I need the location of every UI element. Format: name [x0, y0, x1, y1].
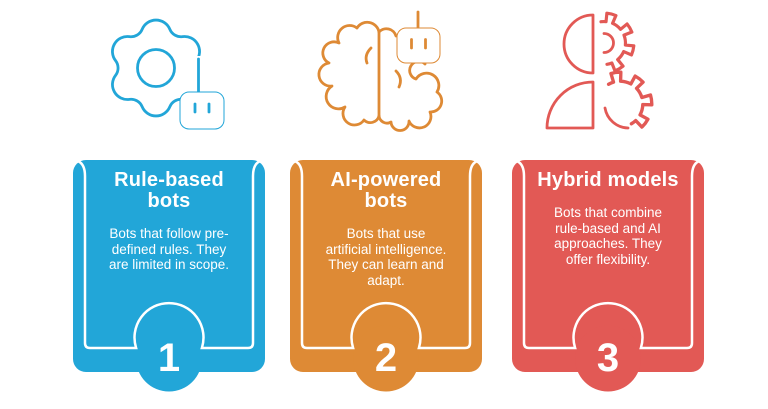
brain-top-right-bump	[377, 27, 398, 38]
card-background	[290, 160, 482, 392]
card-panel	[512, 160, 704, 372]
card-rule-based-bots: Rule-based bots Bots that follow pre- de…	[73, 160, 265, 400]
column-ai-powered-bots: AI-powered bots Bots that use artificial…	[290, 0, 482, 409]
card-body: Bots that use artificial intelligence. T…	[325, 226, 447, 288]
half-gear-teeth	[602, 60, 664, 133]
brain-robot-icon	[317, 10, 444, 132]
half-gear-top-hole	[602, 32, 615, 54]
card-hybrid-models: Hybrid models Bots that combine rule-bas…	[512, 160, 704, 400]
number-circle	[353, 325, 419, 392]
card-ai-powered-bots: AI-powered bots Bots that use artificial…	[290, 160, 482, 400]
brain-left-hemisphere	[317, 20, 381, 127]
card-inner-border	[293, 160, 479, 350]
gear-robot-icon	[111, 18, 246, 140]
card-text-block: AI-powered bots Bots that use artificial…	[305, 170, 467, 288]
card-body: Bots that follow pre- defined rules. The…	[108, 226, 230, 272]
card-title: Rule-based bots	[114, 169, 224, 212]
number-circle	[136, 325, 202, 392]
card-inner-border	[76, 160, 262, 350]
half-gear-bottom	[602, 60, 664, 133]
column-hybrid-models: Hybrid models Bots that combine rule-bas…	[512, 0, 704, 409]
card-body: Bots that combine rule-based and AI appr…	[553, 205, 663, 267]
column-rule-based-bots: Rule-based bots Bots that follow pre- de…	[73, 0, 265, 409]
half-circle-top	[562, 13, 595, 75]
card-text-block: Hybrid models Bots that combine rule-bas…	[527, 170, 689, 267]
card-background	[73, 160, 265, 392]
number-circle	[575, 325, 641, 392]
half-gear-teeth	[598, 8, 639, 74]
half-gear-top	[598, 8, 639, 74]
brain-right-hemisphere	[377, 60, 444, 132]
card-title: AI-powered bots	[330, 169, 442, 212]
step-number-badge: 2	[374, 336, 398, 380]
card-title: Hybrid models	[537, 169, 679, 191]
half-gear-bottom-hole	[603, 106, 630, 130]
card-background	[512, 160, 704, 392]
robot-head	[179, 91, 225, 130]
brain-sulcus-left	[364, 46, 373, 65]
robot-head	[396, 27, 441, 64]
brain-sulcus-right	[394, 69, 402, 89]
step-number-badge: 1	[157, 336, 181, 380]
card-inner-border	[515, 160, 701, 350]
quarter-circle-bottom	[545, 80, 595, 130]
step-number-badge: 3	[596, 336, 620, 380]
human-gear-icon	[545, 8, 664, 133]
card-panel	[73, 160, 265, 372]
card-panel	[290, 160, 482, 372]
gear-hole	[136, 48, 176, 88]
card-text-block: Rule-based bots Bots that follow pre- de…	[88, 170, 250, 273]
